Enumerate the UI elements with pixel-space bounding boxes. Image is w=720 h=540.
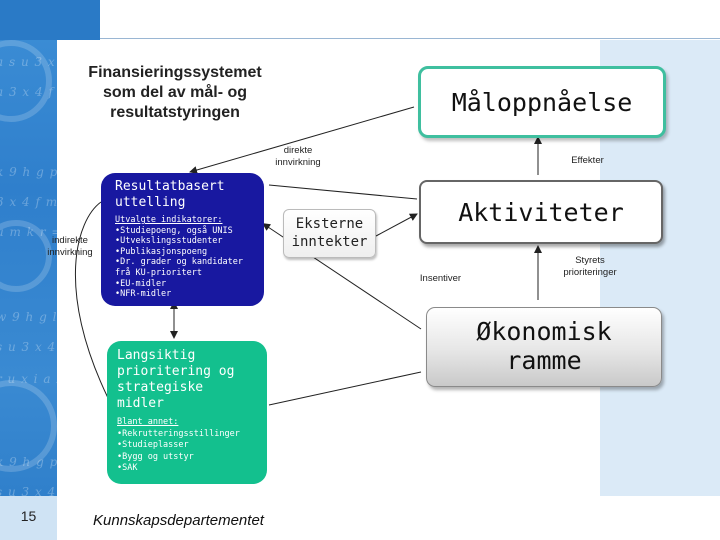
box-aktiviteter: Aktiviteter — [419, 180, 663, 244]
label-insentiver: Insentiver — [419, 273, 462, 284]
left-decorative-strip: a s u 3 x 4 a 3 x 4 f m k k 9 h g p 2 3 … — [0, 0, 57, 540]
decor-pattern: r u x i a z — [0, 372, 57, 386]
decor-pattern: k 9 h g p 2 — [0, 165, 57, 179]
footer-number-bg — [0, 496, 57, 540]
arrow-external-income — [375, 213, 418, 237]
heading-line: midler — [117, 396, 164, 411]
slide-title: Finansieringssystemet som del av mål- og… — [70, 63, 280, 123]
heading-line: uttelling — [115, 195, 186, 210]
label-line: direkte — [283, 145, 313, 156]
slide-number: 15 — [20, 508, 37, 524]
title-line: resultatstyringen — [110, 104, 240, 121]
title-line: Finansieringssystemet — [88, 64, 262, 81]
decor-pattern: u m k r = 7 y — [0, 225, 57, 239]
heading-line: Resultatbasert — [115, 179, 225, 194]
list-item: •SAK — [117, 463, 138, 474]
box-langsiktig-prioritering: Langsiktig prioritering og strategiske m… — [107, 341, 267, 484]
decor-pattern: a s u 3 x 4 — [0, 55, 57, 69]
heading-line: strategiske — [117, 380, 204, 395]
label-effekter: Effekter — [571, 155, 604, 166]
list-item: •NFR-midler — [115, 289, 172, 300]
list-item: •Studiepoeng, også UNIS — [115, 225, 233, 236]
decor-pattern: k 9 h g p 2 — [0, 455, 57, 469]
label-line: innvirkning — [47, 247, 93, 258]
box-line: Eksterne — [295, 216, 364, 232]
decor-swirl — [0, 220, 52, 292]
label-line: innvirkning — [275, 157, 321, 168]
indicator-list: Utvalgte indikatorer: •Studiepoeng, også… — [115, 215, 256, 300]
list-item: •Utvekslingsstudenter — [115, 236, 223, 247]
box-maaloppnaaelse: Måloppnåelse — [418, 66, 666, 138]
title-line: som del av mål- og — [102, 84, 248, 101]
decor-pattern: s u 3 x 4 — [0, 340, 57, 354]
list-heading: Blant annet: — [117, 417, 179, 427]
list-item: •Bygg og utstyr — [117, 451, 194, 462]
list-item: •Studieplasser — [117, 440, 189, 451]
box-eksterne-inntekter: Eksterne inntekter — [283, 209, 376, 258]
box-heading: Resultatbasert uttelling — [115, 179, 256, 211]
box-line: ramme — [506, 346, 582, 375]
box-line: Økonomisk — [476, 317, 612, 346]
line-res-to-activities — [268, 184, 418, 200]
box-resultatbasert-uttelling: Resultatbasert uttelling Utvalgte indika… — [101, 173, 264, 306]
decor-pattern: 3 x 4 f m k — [0, 195, 57, 209]
heading-line: Langsiktig — [117, 348, 196, 363]
list-heading: Utvalgte indikatorer: — [115, 215, 223, 225]
list-item: •EU-midler — [115, 278, 167, 289]
decor-pattern: w 9 h g l o — [0, 310, 57, 324]
decor-pattern: a 3 x 4 f m k — [0, 85, 57, 99]
strategic-list: Blant annet: •Rekrutteringsstillinger •S… — [117, 417, 261, 475]
label-indirekte-innvirkning: indirekte innvirkning — [40, 235, 100, 259]
box-line: inntekter — [291, 234, 368, 250]
label-line: Styrets — [575, 255, 605, 266]
heading-line: prioritering og — [117, 364, 235, 379]
footer-department: Kunnskapsdepartementet — [93, 512, 264, 529]
decor-pattern: s u 3 x 4 — [0, 485, 57, 499]
box-okonomisk-ramme: Økonomisk ramme — [426, 307, 662, 387]
arrow-indirect-influence — [74, 201, 109, 399]
arrow-direct-influence — [189, 106, 415, 174]
top-rule — [100, 38, 720, 39]
label-line: indirekte — [52, 235, 88, 246]
box-heading: Langsiktig prioritering og strategiske m… — [117, 348, 261, 412]
top-left-block — [0, 0, 100, 40]
list-item: frå KU-prioritert — [115, 267, 202, 278]
label-line: prioriteringer — [563, 267, 617, 278]
decor-swirl — [0, 40, 52, 122]
label-direkte-innvirkning: direkte innvirkning — [258, 145, 338, 169]
label-styrets-prioriteringer: Styrets prioriteringer — [550, 255, 630, 279]
list-item: •Dr. grader og kandidater — [115, 257, 243, 268]
list-item: •Publikasjonspoeng — [115, 246, 208, 257]
line-frame-to-longterm — [268, 371, 422, 406]
list-item: •Rekrutteringsstillinger — [117, 428, 240, 439]
